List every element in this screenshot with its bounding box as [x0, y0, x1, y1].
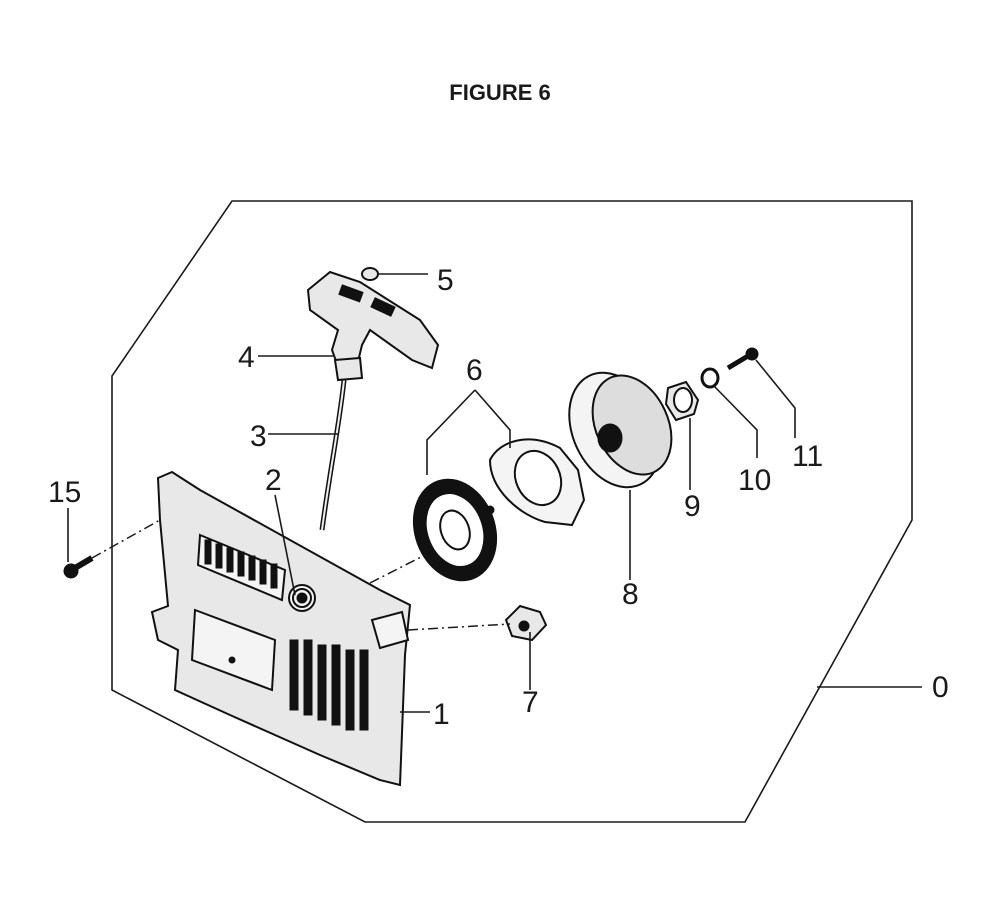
- assembly-line: [369, 554, 426, 584]
- callout-0: 0: [932, 671, 949, 704]
- callout-10: 10: [738, 464, 771, 497]
- assembly-line: [91, 519, 161, 559]
- callout-1: 1: [433, 698, 450, 731]
- callout-8: 8: [622, 578, 639, 611]
- callout-3: 3: [250, 420, 267, 453]
- spring-case: [488, 438, 586, 527]
- cover-screw: [63, 555, 94, 579]
- callout-4: 4: [238, 341, 255, 374]
- leader-line-11: [755, 359, 796, 438]
- starter-grip-handle: [306, 270, 440, 382]
- assembly-boundary: [111, 200, 913, 823]
- assembly-line: [407, 623, 511, 631]
- washer: [700, 367, 720, 389]
- leader-line-2: [274, 494, 296, 596]
- rope-pulley: [568, 371, 673, 489]
- callout-6: 6: [466, 354, 483, 387]
- starter-cover-housing: [150, 470, 412, 787]
- callout-15: 15: [48, 476, 81, 509]
- pulley-screw: [726, 347, 759, 371]
- callout-7: 7: [522, 686, 539, 719]
- leader-line-6: [426, 389, 511, 475]
- leader-line-10: [713, 385, 758, 458]
- rope-guide: [292, 588, 312, 608]
- callout-5: 5: [437, 264, 454, 297]
- bushing: [664, 380, 700, 422]
- callout-11: 11: [792, 440, 823, 473]
- callout-2: 2: [265, 464, 282, 497]
- figure-title: FIGURE 6: [449, 80, 551, 105]
- handle-insert: [361, 267, 379, 281]
- callout-9: 9: [684, 490, 701, 523]
- pawl: [504, 604, 548, 642]
- recoil-spring: [412, 478, 498, 582]
